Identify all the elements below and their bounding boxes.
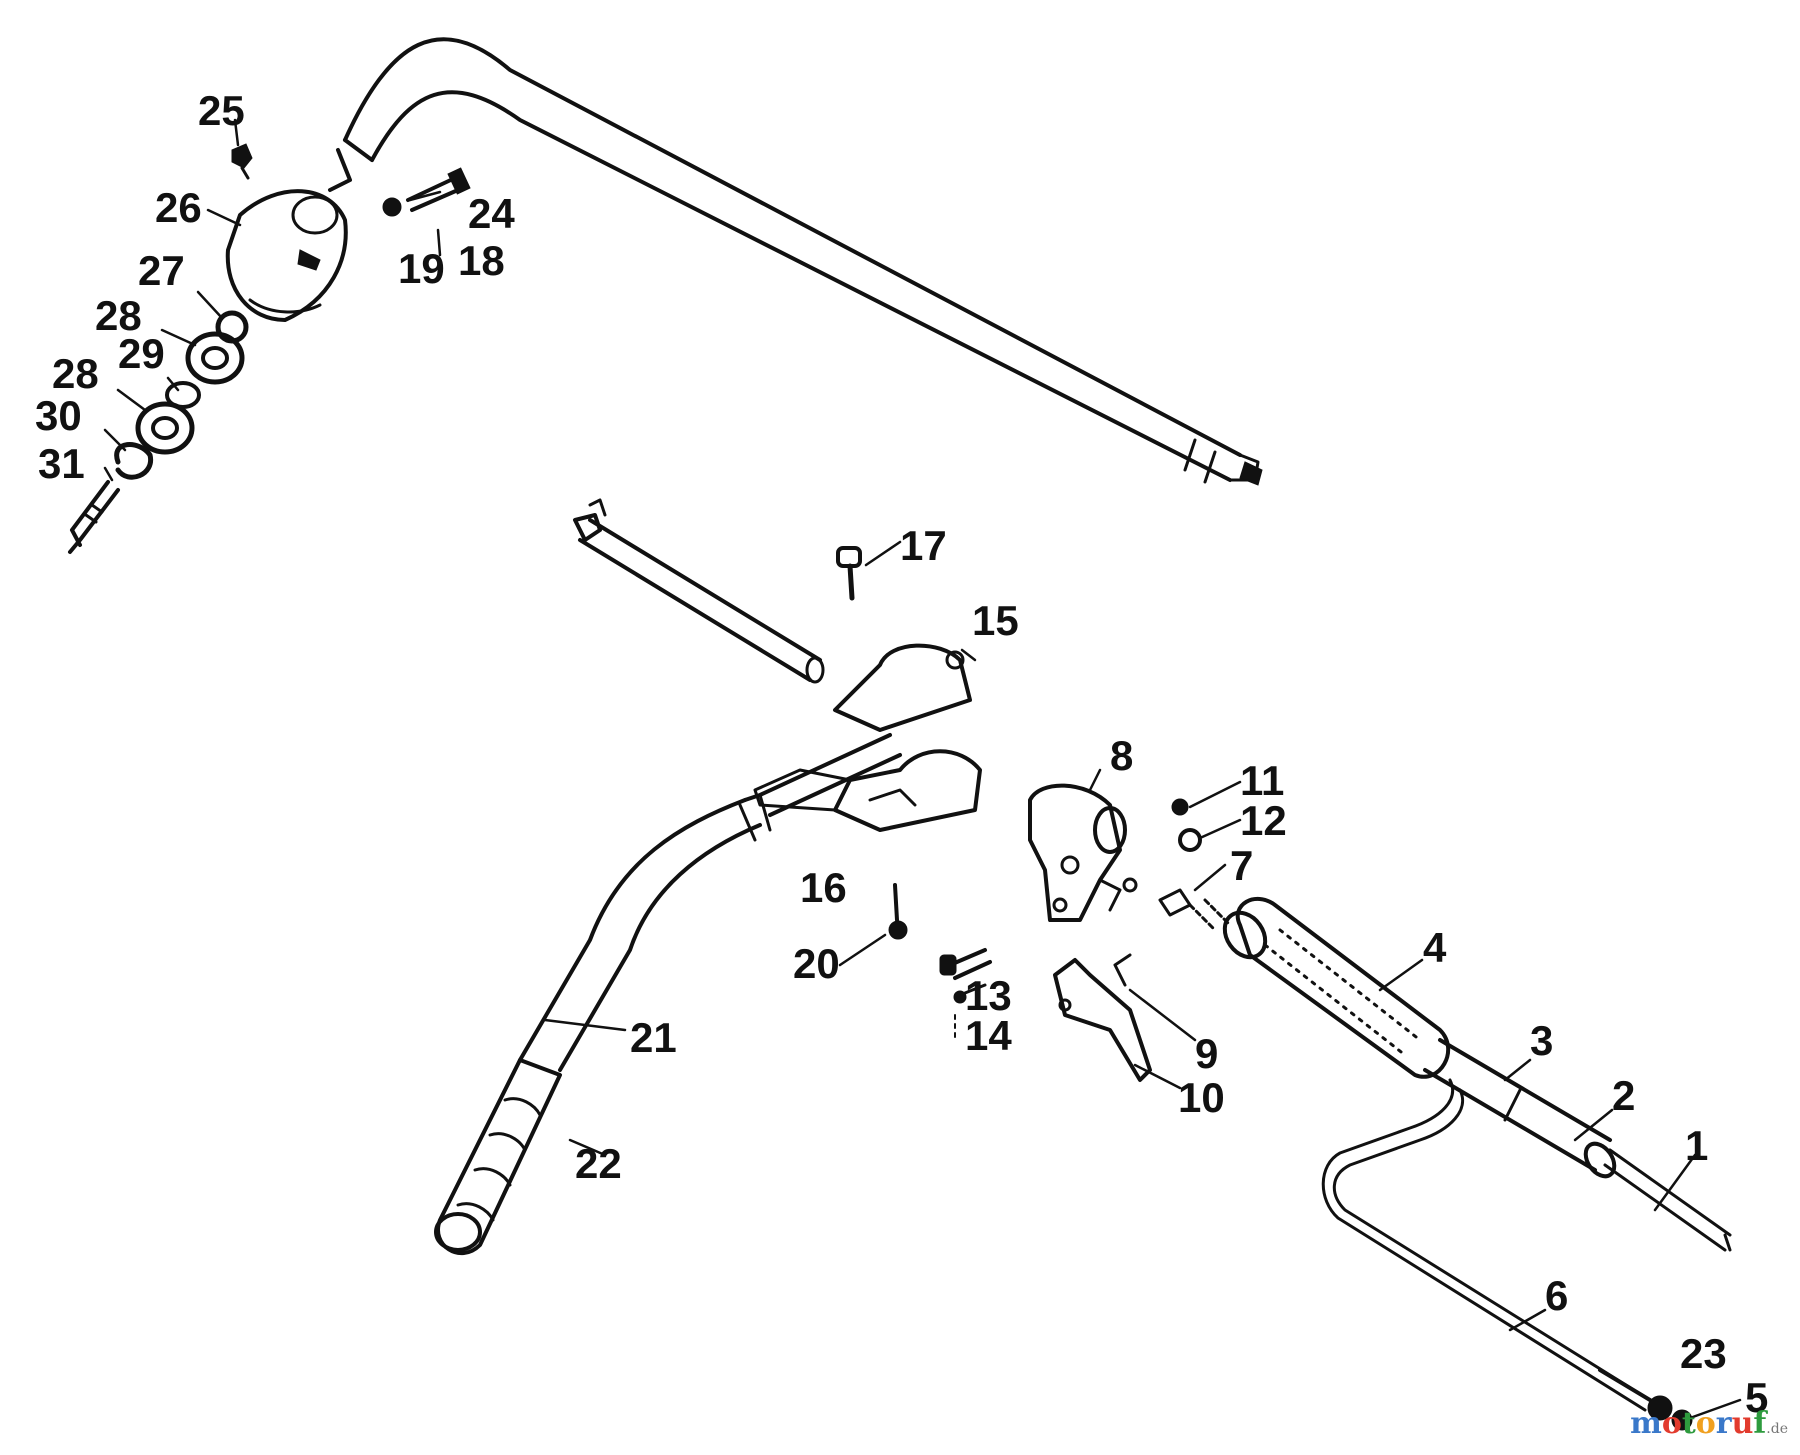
bolt-17 [836, 546, 862, 601]
label-13: 13 [965, 972, 1012, 1019]
watermark-letter: o [1661, 1406, 1682, 1441]
label-15: 15 [972, 597, 1019, 644]
label-28-lower: 28 [52, 350, 99, 397]
label-2: 2 [1612, 1072, 1635, 1119]
label-19: 19 [398, 245, 445, 292]
watermark-letter: t [1681, 1406, 1696, 1441]
label-5: 5 [1745, 1374, 1768, 1421]
label-12: 12 [1240, 797, 1287, 844]
label-22: 22 [575, 1140, 622, 1187]
label-17: 17 [900, 522, 947, 569]
watermark-letter: r [1715, 1406, 1732, 1441]
watermark-letter: f [1753, 1406, 1767, 1441]
screw-20 [888, 883, 908, 940]
watermark-text: motoruf [1630, 1406, 1766, 1441]
label-18: 18 [458, 237, 505, 284]
main-grip-4 [1222, 897, 1451, 1079]
label-28-upper: 28 [95, 292, 142, 339]
bolt-24-18-19 [382, 167, 471, 217]
watermark-letter: u [1731, 1406, 1754, 1441]
handle-bar-21 [518, 733, 902, 1072]
cross-handle-tube [573, 498, 825, 684]
watermark-letter: m [1630, 1406, 1662, 1441]
label-23: 23 [1680, 1330, 1727, 1377]
label-25: 25 [198, 87, 245, 134]
screw-25 [231, 143, 253, 180]
label-3: 3 [1530, 1017, 1553, 1064]
label-30: 30 [35, 392, 82, 439]
watermark-letter: o [1695, 1406, 1716, 1441]
label-16: 16 [800, 864, 847, 911]
label-9: 9 [1195, 1030, 1218, 1077]
label-6: 6 [1545, 1272, 1568, 1319]
label-10: 10 [1178, 1074, 1225, 1121]
throttle-housing-8 [1028, 783, 1127, 922]
label-7: 7 [1230, 842, 1253, 889]
label-29: 29 [118, 330, 165, 377]
label-21: 21 [630, 1014, 677, 1061]
watermark-logo: motoruf.de [1630, 1406, 1788, 1441]
handle-clamp-15 [753, 643, 982, 832]
screws-13-14 [939, 948, 992, 1041]
part-7 [1122, 877, 1232, 932]
nuts-23-5 [1647, 1395, 1693, 1431]
hand-grip-22 [434, 1058, 562, 1256]
label-8: 8 [1110, 732, 1133, 779]
label-14: 14 [965, 1012, 1012, 1059]
label-24: 24 [468, 190, 515, 237]
throttle-cable-6 [1321, 1078, 1652, 1412]
label-1: 1 [1685, 1122, 1708, 1169]
label-27: 27 [138, 247, 185, 294]
label-11: 11 [1240, 757, 1284, 804]
label-20: 20 [793, 940, 840, 987]
gear-head-housing [225, 189, 348, 322]
upper-drive-tube [328, 37, 1263, 486]
leader-lines [103, 118, 1742, 1420]
throttle-lever-9-10 [1053, 953, 1152, 1082]
label-31: 31 [38, 440, 85, 487]
label-4: 4 [1423, 924, 1447, 971]
watermark-suffix: .de [1766, 1421, 1788, 1437]
label-26: 26 [155, 184, 202, 231]
nuts-11-12 [1171, 798, 1202, 852]
bearing-stack [68, 310, 249, 554]
